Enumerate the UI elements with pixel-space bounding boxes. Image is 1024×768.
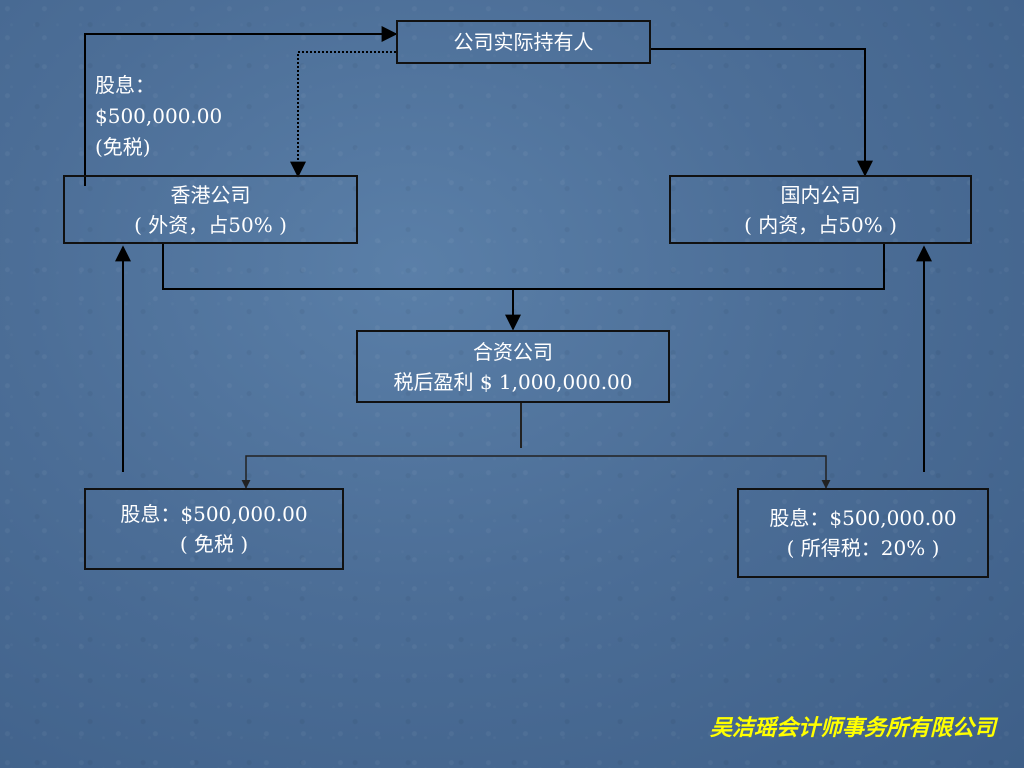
jv-company-name: 合资公司: [473, 339, 553, 364]
hk-to-jv-line: [162, 244, 885, 290]
hk-company-detail: ( 外资，占50% ): [134, 212, 287, 237]
footer-firm-name: 吴洁瑶会计师事务所有限公司: [709, 715, 996, 741]
domestic-company-box: 国内公司 ( 内资，占50% ): [669, 175, 972, 244]
jv-to-dividends-line: [241, 455, 831, 489]
upper-dividend-label: 股息： $500,000.00 (免税): [95, 70, 222, 163]
left-dividend-amount: 股息：$500,000.00: [120, 502, 308, 526]
upper-dividend-line3: (免税): [95, 135, 151, 159]
right-dividend-box: 股息：$500,000.00 ( 所得税：20% ): [737, 488, 989, 578]
upper-dividend-line2: $500,000.00: [95, 104, 223, 128]
left-dividend-tax: ( 免税 ): [179, 532, 249, 556]
owner-box: 公司实际持有人: [396, 20, 651, 64]
left-dividend-box: 股息：$500,000.00 ( 免税 ): [84, 488, 344, 570]
jv-company-box: 合资公司 税后盈利 $ 1,000,000.00: [356, 330, 670, 403]
hk-company-box: 香港公司 ( 外资，占50% ): [63, 175, 358, 244]
right-dividend-tax: ( 所得税：20% ): [786, 536, 940, 560]
domestic-company-detail: ( 内资，占50% ): [744, 212, 897, 237]
owner-to-hk-dotted-line: [290, 51, 396, 178]
jv-company-profit: 税后盈利 $ 1,000,000.00: [393, 369, 633, 394]
domestic-company-name: 国内公司: [780, 182, 861, 207]
hk-to-owner-line: [84, 26, 398, 186]
owner-label: 公司实际持有人: [453, 30, 594, 54]
hk-company-name: 香港公司: [170, 182, 251, 207]
upper-dividend-line1: 股息：: [95, 73, 155, 97]
owner-to-domestic-line: [650, 48, 873, 177]
right-dividend-amount: 股息：$500,000.00: [769, 506, 957, 530]
